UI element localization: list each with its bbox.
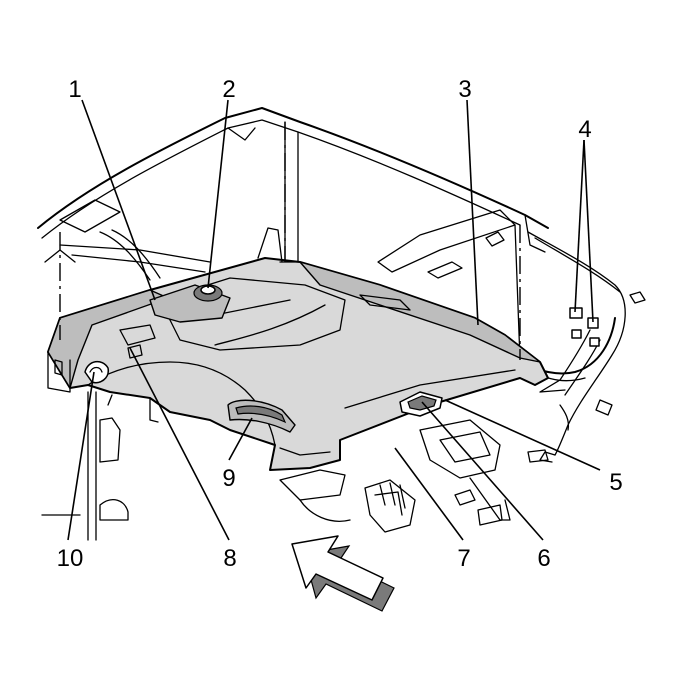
callout-labels: 1 2 3 4 5 6 7 8 9 10 (57, 76, 623, 572)
harness-connector (589, 337, 600, 347)
assist-handle (227, 399, 296, 433)
callout-9: 9 (222, 465, 235, 492)
callout-10: 10 (57, 545, 84, 572)
callout-7: 7 (457, 545, 470, 572)
callout-1: 1 (68, 76, 81, 103)
front-retainers (47, 227, 301, 393)
callout-6: 6 (537, 545, 550, 572)
harness-connector (571, 329, 582, 339)
headliner-panel (47, 257, 549, 471)
leader-lines (67, 99, 601, 541)
alignment-lines (59, 122, 521, 360)
callout-2: 2 (222, 76, 235, 103)
front-direction-arrow (291, 535, 395, 612)
harness-connector (569, 307, 583, 319)
callout-3: 3 (458, 76, 471, 103)
callout-5: 5 (609, 469, 622, 496)
callout-8: 8 (223, 545, 236, 572)
lower-body (41, 391, 549, 541)
callout-4: 4 (578, 116, 591, 143)
